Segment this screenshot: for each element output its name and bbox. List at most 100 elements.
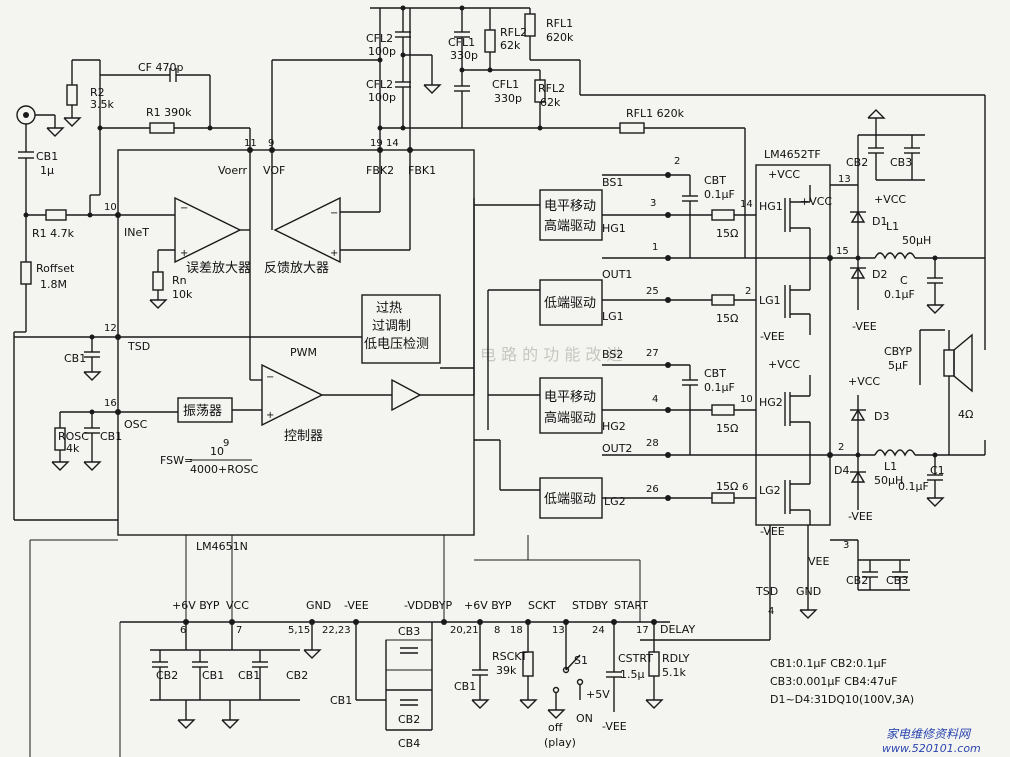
pin14-right: 14 xyxy=(740,199,753,210)
svg-text:+: + xyxy=(330,248,338,259)
svg-text:17: 17 xyxy=(636,625,649,636)
note-line-2: CB3:0.001μF CB4:47uF xyxy=(770,675,897,688)
cfl1a-value: 330p xyxy=(450,49,478,62)
rfl2a-label: RFL2 xyxy=(500,26,527,39)
d2-label: D2 xyxy=(872,268,887,281)
oscillator-block xyxy=(177,397,233,423)
hg1-right: HG1 xyxy=(759,200,783,213)
svg-text:高端驱动: 高端驱动 xyxy=(544,218,596,234)
pin-osc: OSC xyxy=(124,418,148,431)
cbyp-label: CBYP xyxy=(884,345,912,358)
svg-text:20,21: 20,21 xyxy=(450,625,479,636)
d4-label: D4 xyxy=(834,464,849,477)
svg-text:24: 24 xyxy=(592,625,605,636)
bottom-cb3: CB3 xyxy=(398,625,420,638)
input-jack xyxy=(16,105,65,137)
svg-text:26: 26 xyxy=(646,484,659,495)
svg-text:8: 8 xyxy=(494,625,500,636)
lg1-right: LG1 xyxy=(759,294,781,307)
pin-fbk2: FBK2 xyxy=(366,164,394,177)
on-label: ON xyxy=(576,712,593,725)
bottom-cb2-b: CB2 xyxy=(286,669,308,682)
cbt2-label: CBT xyxy=(704,367,726,380)
rdly-label: RDLY xyxy=(662,652,690,665)
pwm-comparator xyxy=(261,363,324,427)
svg-text:START: START xyxy=(614,599,648,612)
r1-label: R1 4.7k xyxy=(32,227,75,240)
cb1-label: CB1 xyxy=(36,150,58,163)
pin19: 19 xyxy=(370,138,383,149)
off-label: off xyxy=(548,721,563,734)
cstrt-value: 1.5μ xyxy=(620,668,645,681)
vee-label-3: -VEE xyxy=(852,320,877,333)
svg-text:低端驱动: 低端驱动 xyxy=(544,296,596,311)
cb3-bottom: CB3 xyxy=(886,574,908,587)
pin6-right: 6 xyxy=(742,482,748,493)
cbt1-value: 0.1μF xyxy=(704,188,735,201)
pin-hg2: HG2 xyxy=(602,420,626,433)
background-text: 电 路 的 功 能 改 进 xyxy=(480,345,623,364)
l1b-value: 50μH xyxy=(874,474,903,487)
error-amp-label: 误差放大器 xyxy=(186,261,251,276)
cb1c-label: CB1 xyxy=(100,430,122,443)
r2-label: R2 xyxy=(90,86,105,99)
hg2-right: HG2 xyxy=(759,396,783,409)
vee-label-4: -VEE xyxy=(848,510,873,523)
svg-text:-VDDBYP: -VDDBYP xyxy=(404,599,452,612)
pin12: 12 xyxy=(104,323,117,334)
r15a: 15Ω xyxy=(716,227,738,240)
pin-bs2: BS2 xyxy=(602,348,623,361)
r15c: 15Ω xyxy=(716,422,738,435)
svg-text:-VEE: -VEE xyxy=(344,599,369,612)
rfl1a-value: 620k xyxy=(546,31,574,44)
svg-text:7: 7 xyxy=(236,625,242,636)
cfl1b-value: 330p xyxy=(494,92,522,105)
pin9: 9 xyxy=(268,138,274,149)
svg-text:+6V BYP: +6V BYP xyxy=(464,599,512,612)
svg-text:电平移动: 电平移动 xyxy=(544,390,596,405)
pin3b: 3 xyxy=(843,540,849,551)
rfl2b-label: RFL2 xyxy=(538,82,565,95)
pin13: 13 xyxy=(838,174,851,185)
cb2-bottom: CB2 xyxy=(846,574,868,587)
cb1b-label: CB1 xyxy=(64,352,86,365)
bottom-cb1-b: CB1 xyxy=(238,669,260,682)
bottom-cb1-a: CB1 xyxy=(202,669,224,682)
play-label: (play) xyxy=(544,736,576,749)
note-line-1: CB1:0.1μF CB2:0.1μF xyxy=(770,657,887,670)
pin2b: 2 xyxy=(838,442,844,453)
svg-text:−: − xyxy=(266,372,274,383)
s1-label: S1 xyxy=(574,654,588,667)
svg-text:VCC: VCC xyxy=(226,599,249,612)
c1-value: 0.1μF xyxy=(898,480,929,493)
rdly-value: 5.1k xyxy=(662,666,686,679)
l1-value: 50μH xyxy=(902,234,931,247)
r1b-label: R1 390k xyxy=(146,106,192,119)
vcc-label-2: +VCC xyxy=(800,195,832,208)
pin10-right: 10 xyxy=(740,394,753,405)
pwm-controller-label: 控制器 xyxy=(284,429,323,444)
pin-vof: VOF xyxy=(263,164,285,177)
pin11: 11 xyxy=(244,138,257,149)
logic-buffer xyxy=(391,378,422,412)
protection-block xyxy=(361,294,441,364)
svg-text:4: 4 xyxy=(652,394,658,405)
vcc-label-3: +VCC xyxy=(768,358,800,371)
pin14: 14 xyxy=(386,138,399,149)
svg-text:13: 13 xyxy=(552,625,565,636)
d3-label: D3 xyxy=(874,410,889,423)
pin4b: 4 xyxy=(768,606,774,617)
rfl2b-value: 62k xyxy=(540,96,561,109)
mosfets xyxy=(784,185,811,525)
svg-text:18: 18 xyxy=(510,625,523,636)
pin-out2: OUT2 xyxy=(602,442,632,455)
svg-text:9: 9 xyxy=(223,438,229,449)
svg-text:1: 1 xyxy=(652,242,658,253)
watermark-url: www.520101.com xyxy=(882,742,981,755)
c-value: 0.1μF xyxy=(884,288,915,301)
lm4652tf-outline xyxy=(755,164,831,526)
r2-value: 3.5k xyxy=(90,98,114,111)
c-label: C xyxy=(900,274,908,287)
svg-text:22,23: 22,23 xyxy=(322,625,351,636)
